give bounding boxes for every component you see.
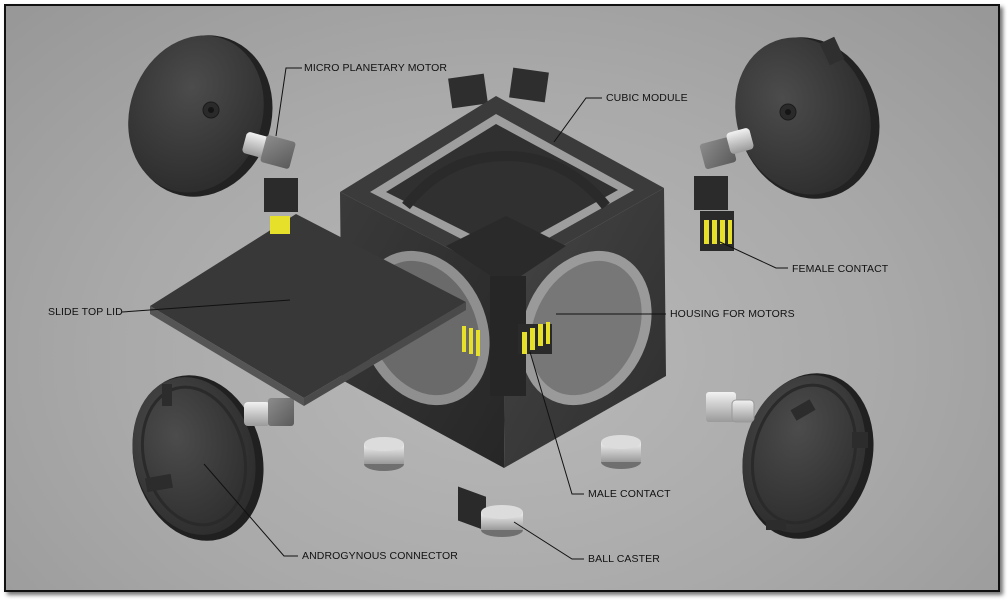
male-contact-right (518, 322, 552, 354)
label-ball-caster: BALL CASTER (588, 553, 660, 565)
motor-bottom-left (244, 398, 294, 426)
label-male-contact: MALE CONTACT (588, 488, 671, 500)
exploded-view-illustration (121, 35, 880, 560)
leader-androgynous-connector (203, 463, 298, 557)
contact-blocks (264, 67, 728, 212)
ball-caster-center (481, 505, 523, 537)
wheel-top-left (128, 35, 273, 197)
label-cubic-module: CUBIC MODULE (606, 92, 688, 104)
label-micro-planetary-motor: MICRO PLANETARY MOTOR (304, 62, 448, 74)
label-slide-top-lid: SLIDE TOP LID (48, 306, 123, 318)
label-androgynous-connector: ANDROGYNOUS CONNECTOR (302, 550, 458, 562)
leader-lines (121, 67, 788, 560)
motor-bottom-right (706, 392, 755, 423)
ball-caster-right (601, 435, 641, 469)
leader-ball-caster (513, 521, 584, 560)
leader-micro-planetary-motor (275, 67, 302, 137)
leader-male-contact (529, 351, 584, 495)
female-contact (700, 211, 734, 251)
label-housing-for-motors: HOUSING FOR MOTORS (670, 308, 795, 320)
ball-caster-left (364, 437, 404, 471)
label-female-contact: FEMALE CONTACT (792, 263, 889, 275)
exploded-view-diagram: MICRO PLANETARY MOTOR CUBIC MODULE FEMAL… (4, 4, 1000, 592)
wheel-bottom-right (742, 373, 874, 539)
wheel-top-right (735, 36, 880, 199)
leader-cubic-module (553, 97, 602, 143)
leader-female-contact (719, 241, 788, 269)
male-contact-left (458, 326, 486, 531)
wheel-bottom-left (132, 375, 264, 541)
slide-top-lid (150, 214, 466, 406)
motor-top-right (699, 128, 754, 170)
leader-slide-top-lid (121, 299, 291, 313)
motor-top-left (242, 132, 296, 169)
